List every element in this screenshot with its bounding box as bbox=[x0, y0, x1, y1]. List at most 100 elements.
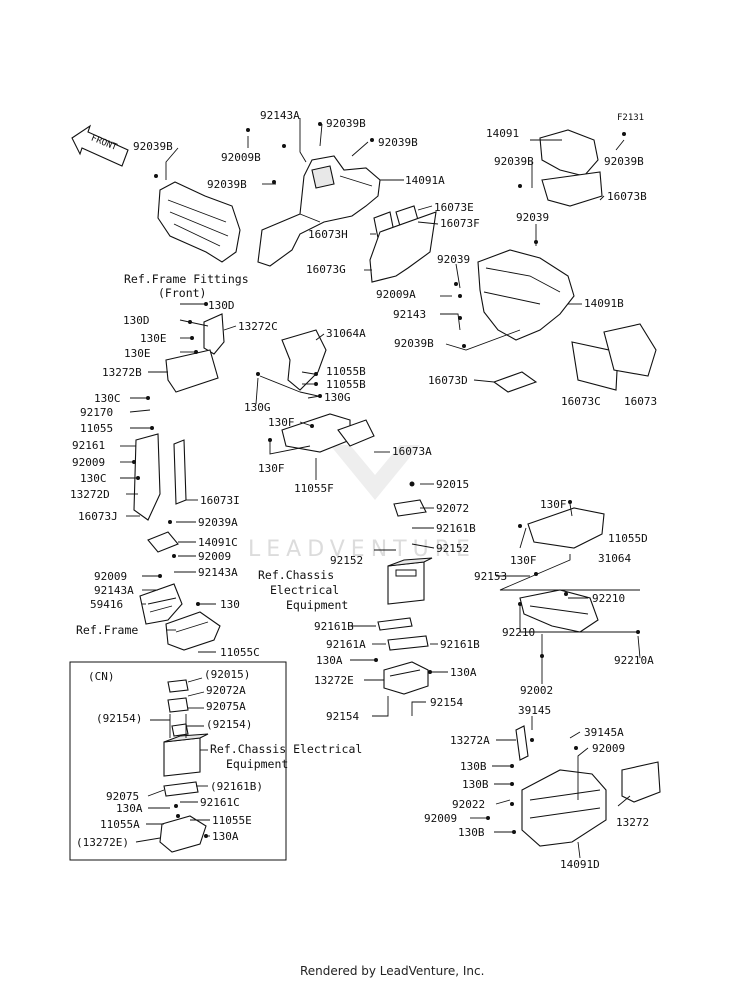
label-130B: 130B bbox=[458, 826, 485, 839]
bracket-13272-part bbox=[621, 761, 661, 803]
label-13272A: 13272A bbox=[450, 734, 490, 747]
label-130D: 130D bbox=[123, 314, 150, 327]
label-130C: 130C bbox=[80, 472, 107, 485]
cn-label-13272E: (13272E) bbox=[76, 836, 129, 849]
label-92154: 92154 bbox=[430, 696, 463, 709]
label-14091: 14091 bbox=[486, 127, 519, 140]
label-16073C: 16073C bbox=[561, 395, 601, 408]
label-13272D: 13272D bbox=[70, 488, 110, 501]
label-92210A: 92210A bbox=[614, 654, 654, 667]
label-13272E: 13272E bbox=[314, 674, 354, 687]
label-92161: 92161 bbox=[72, 439, 105, 452]
cn-label-130A: 130A bbox=[116, 802, 143, 815]
label-16073I: 16073I bbox=[200, 494, 240, 507]
label-11055B: 11055B bbox=[326, 365, 366, 378]
label-92039B: 92039B bbox=[378, 136, 418, 149]
label-92170: 92170 bbox=[80, 406, 113, 419]
label-31064: 31064 bbox=[598, 552, 631, 565]
cn-variant-box: (CN) bbox=[69, 661, 287, 861]
pad-16073-group-part bbox=[369, 205, 437, 283]
label-92161B: 92161B bbox=[314, 620, 354, 633]
label-92039: 92039 bbox=[437, 253, 470, 266]
label-16073D: 16073D bbox=[428, 374, 468, 387]
label-92009B: 92009B bbox=[221, 151, 261, 164]
bracket-11055D-part bbox=[527, 507, 605, 549]
footer-credit: Rendered by LeadVenture, Inc. bbox=[300, 964, 484, 978]
label-130F: 130F bbox=[268, 416, 295, 429]
label-130B: 130B bbox=[460, 760, 487, 773]
label-13272C: 13272C bbox=[238, 320, 278, 333]
label-92039B: 92039B bbox=[133, 140, 173, 153]
part-labels: 92039B 92143A 92039B 92039B 92009B 92039… bbox=[70, 109, 657, 871]
label-92143A: 92143A bbox=[198, 566, 238, 579]
label-92009: 92009 bbox=[198, 550, 231, 563]
tray-13272E-part bbox=[383, 661, 429, 695]
front-arrow-icon: FRONT bbox=[71, 124, 129, 167]
plate-16073A-part bbox=[281, 413, 375, 453]
label-130B: 130B bbox=[462, 778, 489, 791]
cover-14091A-part bbox=[257, 155, 381, 267]
label-92143A: 92143A bbox=[94, 584, 134, 597]
cn-leader-lines bbox=[135, 677, 210, 843]
label-16073J: 16073J bbox=[78, 510, 118, 523]
bracket-13272A-part bbox=[515, 725, 529, 761]
label-130C: 130C bbox=[94, 392, 121, 405]
cn-label-92015: (92015) bbox=[204, 668, 250, 681]
label-92009: 92009 bbox=[72, 456, 105, 469]
label-92072: 92072 bbox=[436, 502, 469, 515]
label-130G: 130G bbox=[324, 391, 351, 404]
label-11055F: 11055F bbox=[294, 482, 334, 495]
label-16073G: 16073G bbox=[306, 263, 346, 276]
label-39145A: 39145A bbox=[584, 726, 624, 739]
label-92161B: 92161B bbox=[436, 522, 476, 535]
cover-14091D-part bbox=[521, 769, 607, 847]
bracket-13272C-part bbox=[165, 313, 225, 393]
watermark-text: LEADVENTURE bbox=[248, 537, 476, 562]
ref-chassis-electrical: Electrical bbox=[270, 583, 339, 597]
leadventure-watermark: LEADVENTURE bbox=[248, 445, 476, 562]
label-92154: 92154 bbox=[326, 710, 359, 723]
label-14091C: 14091C bbox=[198, 536, 238, 549]
label-92152: 92152 bbox=[330, 554, 363, 567]
label-14091A: 14091A bbox=[405, 174, 445, 187]
cn-label-92075: 92075 bbox=[106, 790, 139, 803]
label-11055: 11055 bbox=[80, 422, 113, 435]
cn-label-92154: (92154) bbox=[206, 718, 252, 731]
ref-frame: Ref.Frame bbox=[76, 623, 138, 637]
label-130F: 130F bbox=[258, 462, 285, 475]
label-130F: 130F bbox=[510, 554, 537, 567]
strap-92072-part bbox=[393, 499, 427, 517]
label-92015: 92015 bbox=[436, 478, 469, 491]
drawing-code: F2131 bbox=[617, 113, 644, 123]
frame-fitting-front-part bbox=[157, 181, 241, 263]
label-92039B: 92039B bbox=[604, 155, 644, 168]
label-16073E: 16073E bbox=[434, 201, 474, 214]
label-92039B: 92039B bbox=[207, 178, 247, 191]
label-92009: 92009 bbox=[94, 570, 127, 583]
label-130E: 130E bbox=[140, 332, 167, 345]
label-92210: 92210 bbox=[502, 626, 535, 639]
label-13272: 13272 bbox=[616, 816, 649, 829]
cover-14091B-part bbox=[477, 249, 575, 341]
label-16073A: 16073A bbox=[392, 445, 432, 458]
label-16073H: 16073H bbox=[308, 228, 348, 241]
ref-frame-fittings-front: (Front) bbox=[158, 286, 206, 300]
battery-straps-part bbox=[377, 617, 429, 651]
cn-label-92154: (92154) bbox=[96, 712, 142, 725]
label-92161A: 92161A bbox=[326, 638, 366, 651]
label-16073B: 16073B bbox=[607, 190, 647, 203]
label-11055D: 11055D bbox=[608, 532, 648, 545]
cn-label-11055A: 11055A bbox=[100, 818, 140, 831]
label-92009A: 92009A bbox=[376, 288, 416, 301]
cn-ref-chassis-electrical: Ref.Chassis Electrical bbox=[210, 742, 362, 756]
label-92153: 92153 bbox=[474, 570, 507, 583]
label-13272B: 13272B bbox=[102, 366, 142, 379]
label-92039B: 92039B bbox=[394, 337, 434, 350]
label-92009: 92009 bbox=[592, 742, 625, 755]
ref-frame-fittings: Ref.Frame Fittings bbox=[124, 272, 249, 286]
cn-label-92161B: (92161B) bbox=[210, 780, 263, 793]
battery-part bbox=[387, 557, 433, 605]
label-92143: 92143 bbox=[393, 308, 426, 321]
label-92009: 92009 bbox=[424, 812, 457, 825]
